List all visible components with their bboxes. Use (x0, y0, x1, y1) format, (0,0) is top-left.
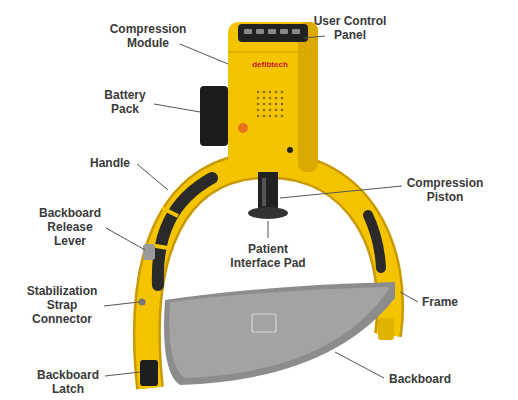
leader-line (304, 36, 325, 38)
part-label: Battery Pack (95, 88, 155, 116)
strap-connector (139, 299, 146, 306)
part-label: Patient Interface Pad (222, 242, 314, 270)
compression-piston (258, 172, 278, 210)
leader-line (268, 221, 269, 238)
patient-interface-pad (248, 207, 288, 219)
module-seam (228, 51, 318, 53)
leader-line (335, 352, 384, 378)
module-shade (298, 22, 318, 172)
frame-outline (147, 165, 390, 388)
module-port (287, 147, 293, 153)
part-label: Backboard Latch (28, 368, 108, 396)
frame-arch (147, 165, 390, 388)
part-label: User Control Panel (305, 14, 395, 42)
logo-text: defibtech (245, 60, 295, 69)
control-panel (238, 24, 308, 42)
panel-button (268, 29, 276, 34)
leader-line (154, 104, 200, 112)
part-label: Backboard (380, 372, 460, 386)
part-label: Handle (80, 156, 140, 170)
release-lever (143, 244, 155, 260)
leader-line (400, 292, 418, 302)
piston-highlight (262, 178, 266, 206)
backboard-icon (252, 314, 276, 332)
backboard-shape (164, 282, 395, 385)
frame-foot (378, 318, 394, 340)
panel-button (292, 29, 300, 34)
panel-button (256, 29, 264, 34)
panel-button (244, 29, 252, 34)
leader-line (106, 228, 145, 250)
leader-lines (104, 36, 418, 378)
panel-button (280, 29, 288, 34)
handle-bar (162, 208, 178, 216)
leader-line (104, 302, 139, 306)
leader-line (180, 44, 228, 64)
leader-line (137, 164, 168, 190)
battery-pack (200, 86, 228, 146)
leader-line (105, 372, 140, 376)
compression-module (228, 22, 318, 172)
handle-grip (368, 215, 381, 268)
orange-button (238, 123, 248, 133)
part-label: Backboard Release Lever (30, 206, 110, 248)
speaker-grille (257, 91, 284, 118)
part-label: Compression Module (106, 22, 190, 50)
backboard-latch (140, 360, 158, 386)
backboard-top (169, 287, 390, 378)
part-label: Stabilization Strap Connector (17, 284, 107, 326)
leader-line (280, 186, 402, 198)
part-label: Frame (410, 295, 470, 309)
handle-grip (158, 178, 212, 285)
part-label: Compression Piston (402, 176, 488, 204)
